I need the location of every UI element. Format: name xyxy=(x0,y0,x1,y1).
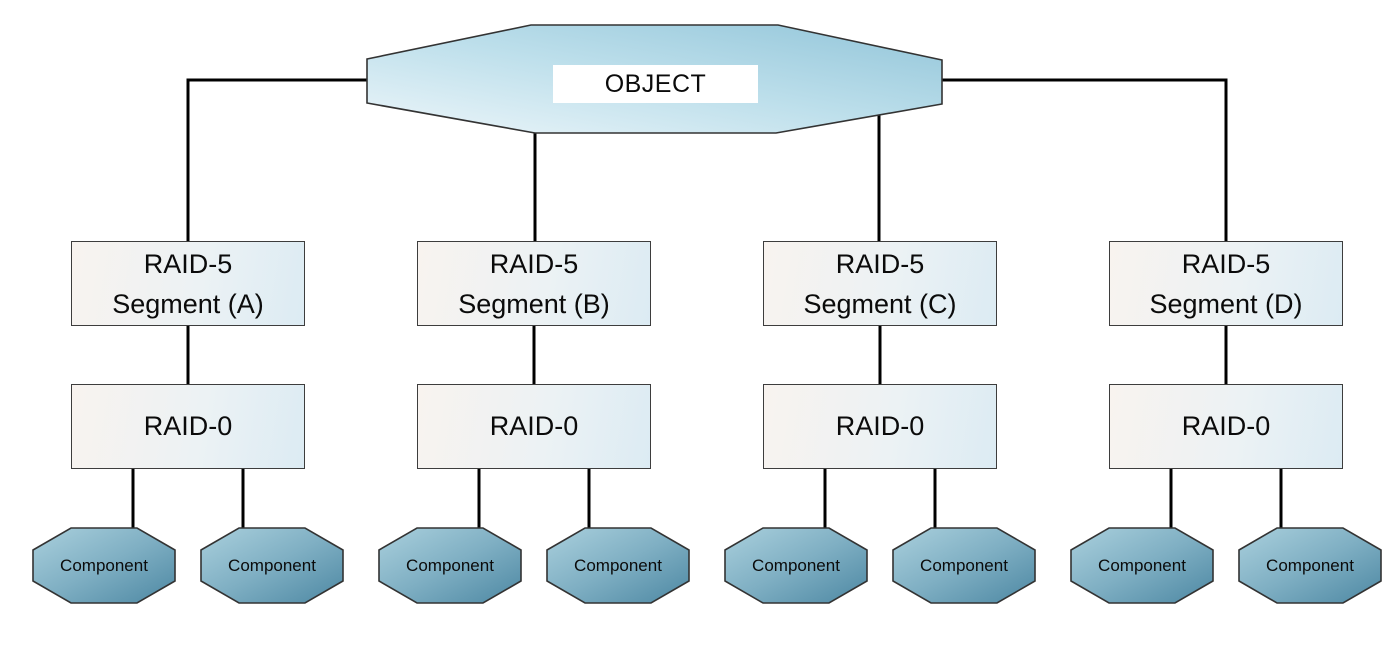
segment-subtitle: Segment (A) xyxy=(112,288,264,319)
segment-subtitle: Segment (B) xyxy=(458,288,610,319)
raid0-label: RAID-0 xyxy=(1181,411,1271,441)
component-octagon-shape xyxy=(200,527,344,604)
segment-title: RAID-5 xyxy=(489,248,579,279)
segment-subtitle: Segment (C) xyxy=(803,288,957,319)
component-label: Component xyxy=(228,555,316,575)
raid0-label: RAID-0 xyxy=(143,411,233,441)
segment-node-a: RAID-5 Segment (A) xyxy=(71,241,305,326)
raid0-node-b: RAID-0 xyxy=(417,384,651,469)
component-octagon-shape xyxy=(378,527,522,604)
raid0-node-a: RAID-0 xyxy=(71,384,305,469)
raid0-label: RAID-0 xyxy=(835,411,925,441)
component-octagon-shape xyxy=(32,527,176,604)
segment-title: RAID-5 xyxy=(835,248,925,279)
segment-subtitle: Segment (D) xyxy=(1149,288,1303,319)
component-label: Component xyxy=(60,555,148,575)
segment-node-c: RAID-5 Segment (C) xyxy=(763,241,997,326)
segment-title: RAID-5 xyxy=(143,248,233,279)
raid0-label: RAID-0 xyxy=(489,411,579,441)
raid0-node-d: RAID-0 xyxy=(1109,384,1343,469)
component-label: Component xyxy=(920,555,1008,575)
component-octagon-shape xyxy=(1238,527,1382,604)
segment-node-b: RAID-5 Segment (B) xyxy=(417,241,651,326)
connector-line xyxy=(942,78,1228,241)
component-label: Component xyxy=(1266,555,1354,575)
component-label: Component xyxy=(752,555,840,575)
object-label: OBJECT xyxy=(553,65,758,103)
component-octagon-shape xyxy=(892,527,1036,604)
component-octagon-shape xyxy=(546,527,690,604)
component-label: Component xyxy=(1098,555,1186,575)
raid0-node-c: RAID-0 xyxy=(763,384,997,469)
segment-title: RAID-5 xyxy=(1181,248,1271,279)
connector-line xyxy=(186,78,367,241)
component-octagon-shape xyxy=(724,527,868,604)
component-label: Component xyxy=(574,555,662,575)
component-label: Component xyxy=(406,555,494,575)
component-octagon-shape xyxy=(1070,527,1214,604)
segment-node-d: RAID-5 Segment (D) xyxy=(1109,241,1343,326)
